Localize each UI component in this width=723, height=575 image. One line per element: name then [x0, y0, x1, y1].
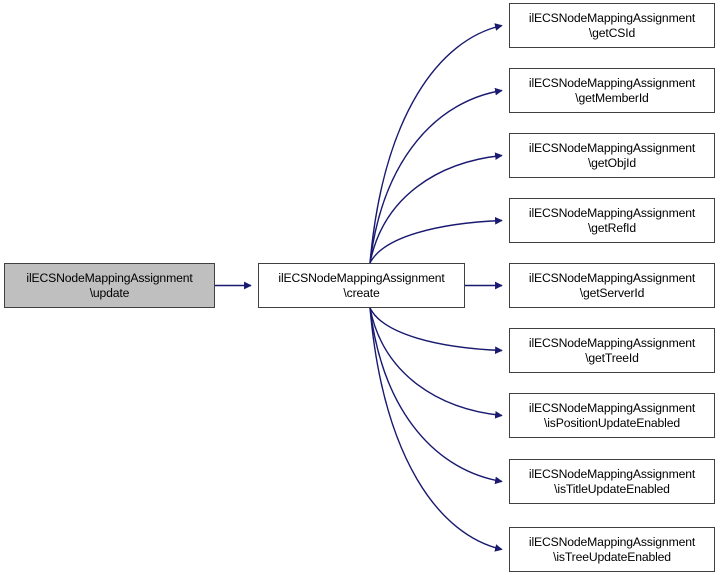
graph-node-label-line1: ilECSNodeMappingAssignment [528, 141, 696, 155]
graph-edge-create-to-isPositionUpdateEnabled [369, 307, 503, 419]
graph-node-create[interactable]: ilECSNodeMappingAssignment\create [258, 263, 465, 308]
graph-node-label-line2: \getRefId [587, 220, 637, 235]
graph-node-label-line1: ilECSNodeMappingAssignment [278, 271, 445, 285]
graph-node-label-line2: \create [343, 285, 380, 300]
graph-node-label-line2: \isPositionUpdateEnabled [544, 415, 680, 430]
graph-node-label-line2: \getObjId [587, 155, 637, 170]
graph-node-label-line1: ilECSNodeMappingAssignment [528, 271, 696, 285]
graph-node-label-line2: \getTreeId [585, 350, 639, 365]
graph-node-label-line2: \getMemberId [575, 90, 649, 105]
graph-node-label-line2: \isTitleUpdateEnabled [554, 481, 670, 496]
graph-node-label-line2: \update [89, 285, 130, 300]
graph-node-label-line1: ilECSNodeMappingAssignment [528, 206, 696, 220]
graph-node-isTitleUpdateEnabled[interactable]: ilECSNodeMappingAssignment\isTitleUpdate… [509, 459, 715, 504]
graph-node-getTreeId[interactable]: ilECSNodeMappingAssignment\getTreeId [509, 328, 715, 373]
graph-node-getServerId[interactable]: ilECSNodeMappingAssignment\getServerId [509, 263, 715, 308]
graph-node-label-line2: \getServerId [579, 285, 645, 300]
graph-node-label-line1: ilECSNodeMappingAssignment [528, 76, 696, 90]
graph-edge-create-to-isTitleUpdateEnabled [369, 307, 503, 485]
graph-edge-create-to-getTreeId [369, 307, 503, 355]
graph-node-label-line1: ilECSNodeMappingAssignment [528, 336, 696, 350]
graph-node-getRefId[interactable]: ilECSNodeMappingAssignment\getRefId [509, 198, 715, 243]
graph-node-getObjId[interactable]: ilECSNodeMappingAssignment\getObjId [509, 133, 715, 178]
graph-node-isTreeUpdateEnabled[interactable]: ilECSNodeMappingAssignment\isTreeUpdateE… [509, 527, 715, 572]
graph-node-label-line1: ilECSNodeMappingAssignment [528, 401, 696, 415]
graph-edge-create-to-getCSId [369, 23, 503, 264]
graph-node-isPositionUpdateEnabled[interactable]: ilECSNodeMappingAssignment\isPositionUpd… [509, 393, 715, 438]
graph-edge-create-to-getObjId [369, 152, 503, 264]
graph-node-label-line1: ilECSNodeMappingAssignment [528, 11, 696, 25]
graph-edge-create-to-getMemberId [369, 87, 503, 264]
graph-node-label-line2: \isTreeUpdateEnabled [553, 549, 671, 564]
graph-node-getCSId[interactable]: ilECSNodeMappingAssignment\getCSId [509, 3, 715, 48]
graph-node-label-line2: \getCSId [588, 25, 636, 40]
graph-edge-create-to-isTreeUpdateEnabled [369, 307, 503, 552]
graph-node-getMemberId[interactable]: ilECSNodeMappingAssignment\getMemberId [509, 68, 715, 113]
graph-node-label-line1: ilECSNodeMappingAssignment [528, 467, 696, 481]
graph-node-label-line1: ilECSNodeMappingAssignment [528, 535, 696, 549]
graph-node-label-line1: ilECSNodeMappingAssignment [26, 271, 193, 285]
graph-node-update[interactable]: ilECSNodeMappingAssignment\update [4, 263, 215, 308]
graph-edge-create-to-getRefId [369, 216, 503, 264]
